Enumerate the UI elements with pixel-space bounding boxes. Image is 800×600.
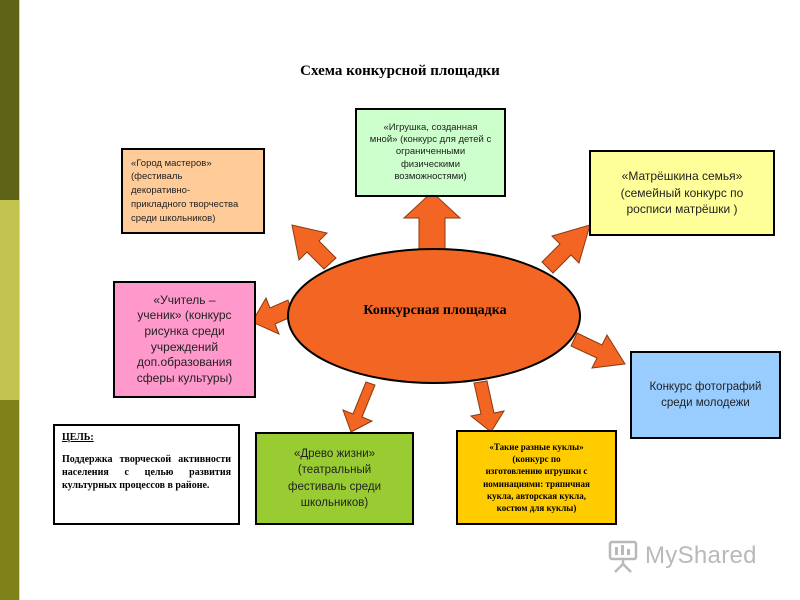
node-bottom-left-text: «Древо жизни» (театральный фестиваль сре… <box>288 448 381 509</box>
diagram-title: Схема конкурсной площадки <box>300 63 500 79</box>
arrow-top-left <box>291 224 337 270</box>
arrow-top <box>402 191 462 253</box>
node-left-text: «Учитель – ученик» (конкурс рисунка сред… <box>136 292 233 385</box>
arrow-top-right <box>541 224 591 274</box>
watermark-text: MyShared <box>645 542 757 569</box>
node-bottom-left: «Древо жизни» (театральный фестиваль сре… <box>255 432 414 525</box>
side-stripe-light <box>0 200 19 400</box>
goal-text: Поддержка творческой активности населени… <box>62 454 231 491</box>
node-top-left-text: «Город мастеров» (фестиваль декоративно-… <box>131 157 239 224</box>
node-top-text: «Игрушка, созданная мной» (конкурс для д… <box>369 121 492 183</box>
node-left: «Учитель – ученик» (конкурс рисунка сред… <box>113 281 256 398</box>
goal-heading: ЦЕЛЬ: <box>62 432 94 443</box>
presentation-board-icon <box>608 540 638 573</box>
goal-box: ЦЕЛЬ: Поддержка творческой активности на… <box>53 424 240 525</box>
center-label: Конкурсная площадка <box>363 303 507 318</box>
side-stripe-olive <box>0 400 19 600</box>
node-bottom-right-text: «Такие разные куклы» (конкурс по изготов… <box>483 442 590 513</box>
node-right: Конкурс фотографий среди молодежи <box>630 351 781 439</box>
arrow-left <box>251 296 294 335</box>
node-top: «Игрушка, созданная мной» (конкурс для д… <box>355 108 506 197</box>
side-stripe-dark <box>0 0 19 200</box>
arrow-bottom-right <box>469 380 506 433</box>
watermark: MyShared <box>607 536 777 576</box>
side-stripe-edge <box>19 0 20 600</box>
node-right-text: Конкурс фотографий среди молодежи <box>649 380 762 409</box>
node-bottom-right: «Такие разные куклы» (конкурс по изготов… <box>456 430 617 525</box>
node-top-right: «Матрёшкина семья» (семейный конкурс по … <box>589 150 775 236</box>
node-top-left: «Город мастеров» (фестиваль декоративно-… <box>121 148 265 234</box>
center-ellipse <box>287 248 581 384</box>
arrow-right <box>570 332 626 369</box>
node-top-right-text: «Матрёшкина семья» (семейный конкурс по … <box>620 168 744 217</box>
arrow-bottom-left <box>342 381 376 433</box>
